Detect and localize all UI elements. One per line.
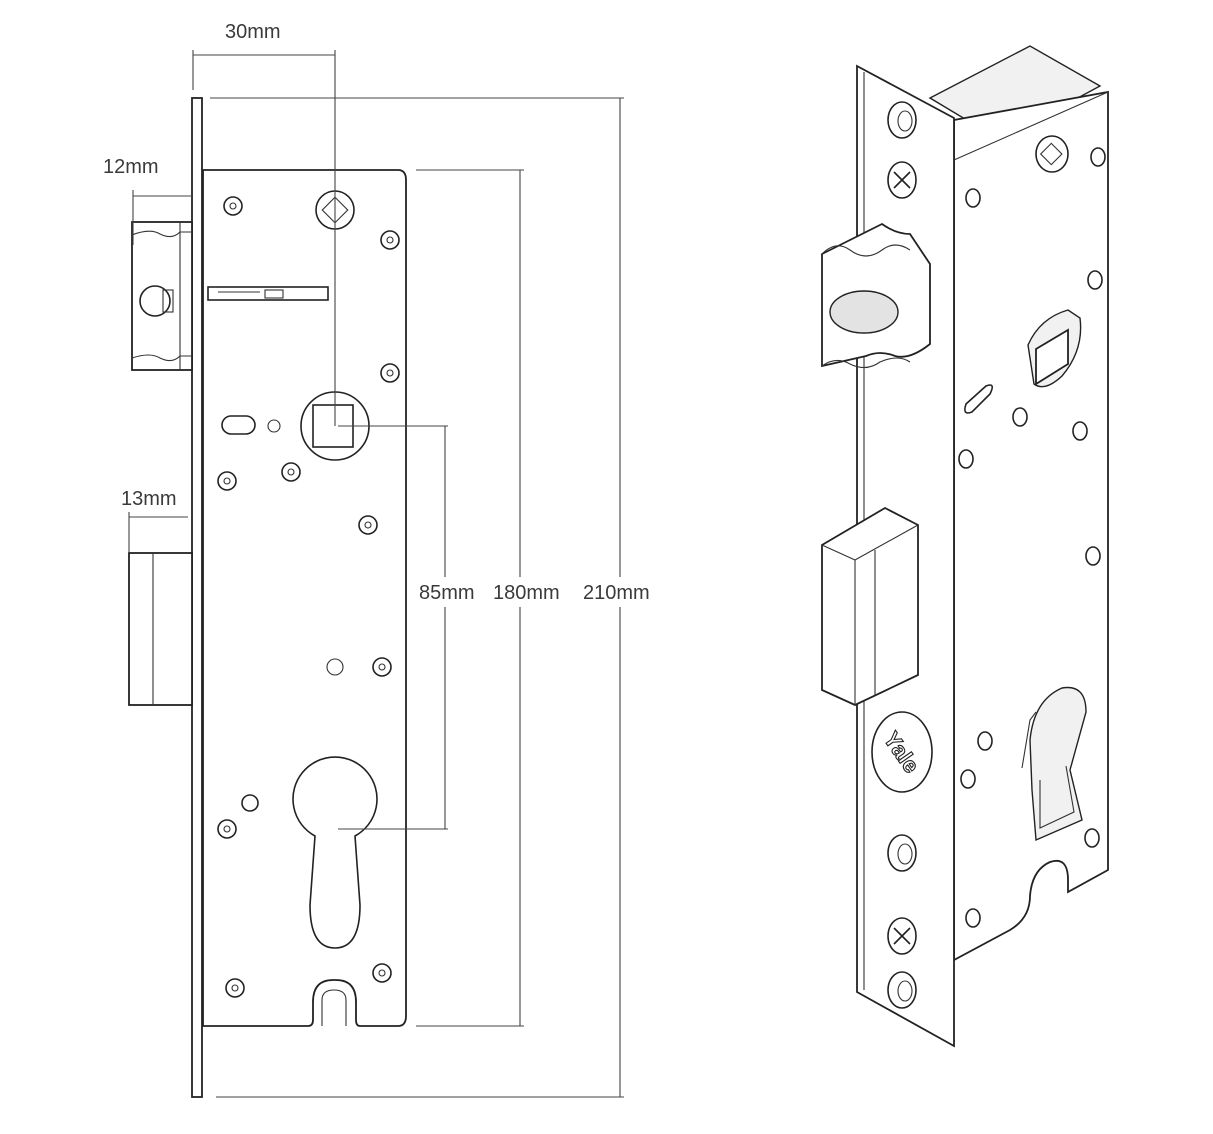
dim-backset-label: 30mm <box>225 21 281 43</box>
dim-centers-label: 85mm <box>419 582 475 604</box>
oval-slot <box>221 415 256 435</box>
lever-slot <box>207 286 329 301</box>
dim-case-height-label: 180mm <box>493 582 560 604</box>
dim-deadbolt-label: 13mm <box>121 488 177 510</box>
forend-plate <box>191 97 203 1098</box>
iso-oval-slot <box>964 384 994 414</box>
side-view: 30mm 12mm 13mm 85mm 180mm 210mm <box>103 21 650 1098</box>
lock-case <box>202 169 407 1027</box>
iso-deadbolt <box>821 506 919 706</box>
deadbolt <box>128 552 193 706</box>
iso-screws <box>958 147 1106 928</box>
case-side-face <box>953 90 1109 962</box>
yale-logo-ring <box>871 711 933 793</box>
latch-bolt <box>131 221 193 371</box>
iso-follower-square <box>1035 328 1069 386</box>
upper-spindle-square <box>321 196 349 224</box>
dim-forend-thickness-label: 12mm <box>103 156 159 178</box>
case-notch <box>321 989 347 1026</box>
iso-view: Yale <box>821 45 1109 1048</box>
screws <box>217 196 400 998</box>
dimension-lines <box>128 50 624 1098</box>
cylinder-cutout <box>292 756 378 949</box>
forend-holes <box>887 101 917 1009</box>
dim-forend-height-label: 210mm <box>583 582 650 604</box>
iso-latch-bolt <box>821 222 931 369</box>
iso-upper-spindle <box>1035 135 1069 173</box>
